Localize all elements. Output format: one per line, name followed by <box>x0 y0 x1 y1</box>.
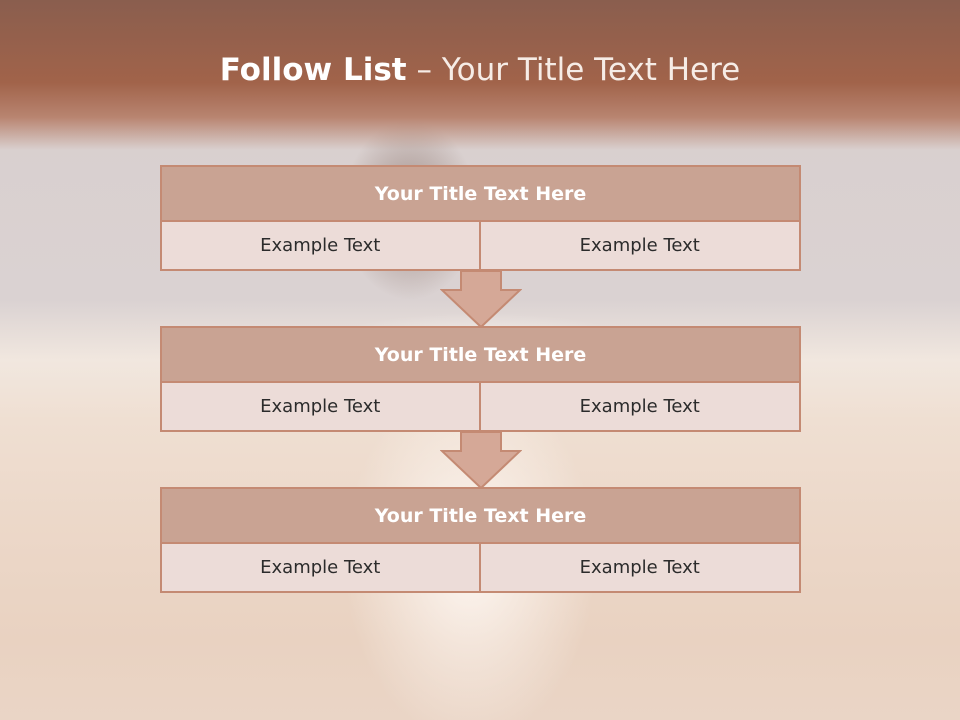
list-block-1: Your Title Text Here Example Text Exampl… <box>160 165 801 271</box>
header-band <box>0 0 960 150</box>
block-title[interactable]: Your Title Text Here <box>160 487 801 544</box>
block-cell-left[interactable]: Example Text <box>160 544 481 593</box>
list-block-3: Your Title Text Here Example Text Exampl… <box>160 487 801 593</box>
block-title[interactable]: Your Title Text Here <box>160 165 801 222</box>
list-block-2: Your Title Text Here Example Text Exampl… <box>160 326 801 432</box>
block-title[interactable]: Your Title Text Here <box>160 326 801 383</box>
slide-title-bold: Follow List <box>219 52 407 88</box>
slide-title: Follow List – Your Title Text Here <box>0 52 960 88</box>
block-cell-right[interactable]: Example Text <box>480 222 801 271</box>
slide-title-rest: – Your Title Text Here <box>406 52 741 88</box>
block-cell-left[interactable]: Example Text <box>160 383 481 432</box>
block-cell-left[interactable]: Example Text <box>160 222 481 271</box>
block-cell-right[interactable]: Example Text <box>480 544 801 593</box>
block-cell-right[interactable]: Example Text <box>480 383 801 432</box>
down-arrow-icon <box>440 432 522 490</box>
down-arrow-icon <box>440 271 522 329</box>
